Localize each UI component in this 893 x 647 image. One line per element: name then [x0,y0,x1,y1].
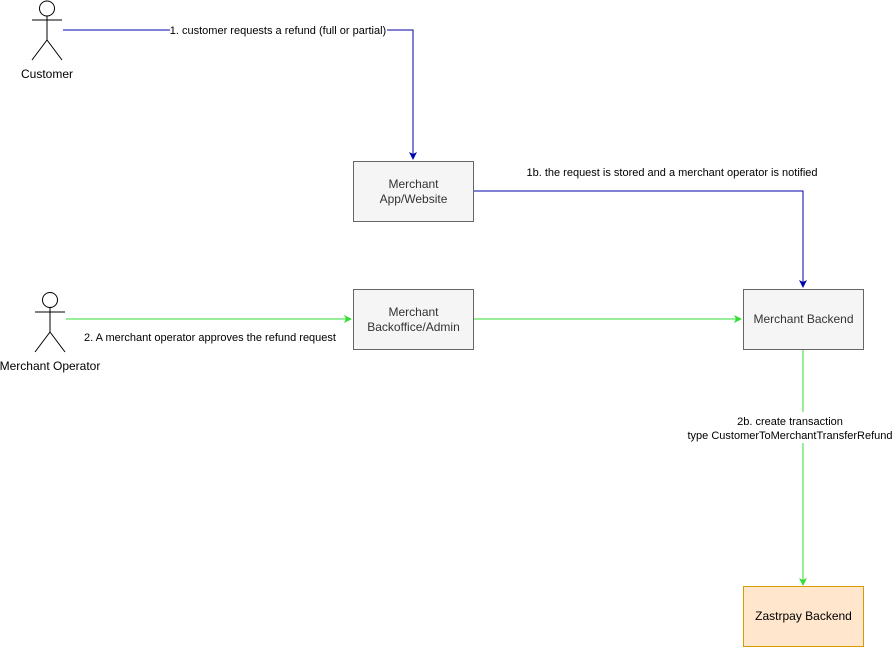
box-merchant-app-line-2: App/Website [380,192,448,206]
box-merchant-app-line-1: Merchant [388,177,439,191]
stick-figure-icon [31,0,63,61]
actor-merchant-operator: Merchant Operator [0,292,100,373]
edge-operator-to-backoffice: 2. A merchant operator approves the refu… [66,315,352,344]
box-zastrpay-backend-label: Zastrpay Backend [755,609,852,623]
actor-customer: Customer [21,0,73,81]
actor-customer-label: Customer [21,67,73,81]
edge-app-to-backend: 1b. the request is stored and a merchant… [473,167,818,288]
edge-label-customer-request: 1. customer requests a refund (full or p… [170,25,386,37]
edge-label-transaction-type: type CustomerToMerchantTransferRefund [687,430,892,442]
stick-figure-icon [34,292,66,353]
edge-label-request-stored: 1b. the request is stored and a merchant… [526,167,817,179]
box-merchant-backoffice-line-1: Merchant [388,305,439,319]
edge-backend-to-zastrpay: 2b. create transaction type CustomerToMe… [687,349,893,586]
box-merchant-backoffice: Merchant Backoffice/Admin [353,289,474,350]
box-merchant-app: Merchant App/Website [353,161,474,222]
box-merchant-backend-label: Merchant Backend [753,312,853,326]
edge-label-create-transaction: 2b. create transaction [737,416,843,428]
box-zastrpay-backend: Zastrpay Backend [743,586,864,647]
box-merchant-backend: Merchant Backend [743,289,864,350]
actor-merchant-operator-label: Merchant Operator [0,359,100,373]
edge-customer-to-app: 1. customer requests a refund (full or p… [63,22,417,160]
box-merchant-backoffice-line-2: Backoffice/Admin [367,320,460,334]
edge-label-operator-approves: 2. A merchant operator approves the refu… [84,332,336,344]
